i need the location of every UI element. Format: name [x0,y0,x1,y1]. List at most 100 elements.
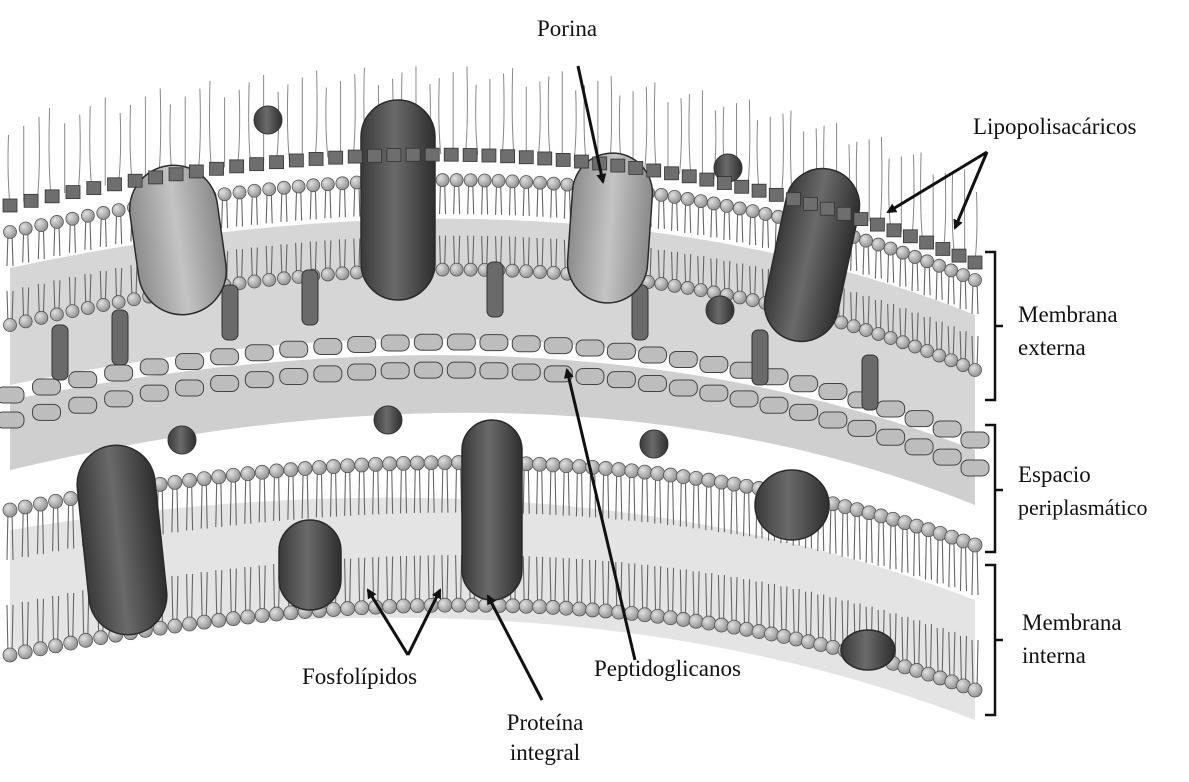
lipid-tail [977,545,978,595]
phospholipid-head [450,263,463,276]
phospholipid-head [707,197,720,210]
phospholipid-head [277,272,290,285]
lps-chain [538,82,540,158]
phospholipid-head [18,500,32,514]
lps-chain [548,76,550,158]
phospholipid-head [270,607,284,621]
phospholipid-head [397,599,411,613]
phospholipid-head [714,475,728,489]
lipid-tail [847,507,848,557]
label-membrana-externa-line2: externa [1018,333,1086,363]
peptidoglycan-unit [730,391,758,407]
phospholipid-head [369,457,383,471]
lipid-tail [723,482,724,532]
lps-core-block [519,151,533,164]
lps-core-block [406,148,420,161]
lipid-tail [7,510,8,560]
phospholipid-head [668,190,681,203]
peptidoglycan-unit [211,376,239,392]
lps-core-block [108,178,122,191]
lps-core-block [87,182,101,195]
lipid-tail [693,478,694,528]
phospholipid-head [533,600,547,614]
lps-chain [610,76,612,164]
lps-core-block [870,218,884,231]
phospholipid-head [689,614,703,628]
label-membrana-interna-line2: interna [1022,641,1086,671]
lps-core-block [629,161,643,174]
lps-core-block [3,199,17,212]
peptidoglycan-unit [607,372,635,388]
phospholipid-head [957,359,970,372]
label-membrana-interna-line1: Membrana [1022,608,1122,638]
peptidoglycan-unit [33,404,61,420]
lps-core-block [717,177,731,190]
peptidoglycan-unit [105,391,133,407]
label-proteina-line2: integral [490,738,600,768]
lipid-tail [842,507,843,557]
phospholipid-head [97,298,110,311]
phospholipid-head [838,500,852,514]
phospholipid-head [50,215,63,228]
lipid-tail [736,484,737,534]
peptidoglycan-unit [819,384,847,400]
lps-core-block [538,152,552,165]
phospholipid-head [94,631,108,645]
lps-core-block [803,197,817,210]
peptidoglycan-unit [480,363,508,379]
lps-chain [439,78,441,154]
lps-core-block [289,154,303,167]
phospholipid-head [506,599,520,613]
phospholipid-head [33,642,47,656]
phospholipid-head [572,459,586,473]
lipid-tail [960,541,961,591]
lps-core-block [66,186,80,199]
lps-chain [78,115,80,191]
lps-core-block [887,224,901,237]
peptidoglycan-unit [211,349,239,365]
integral-protein [462,420,522,600]
peptidoglycan-unit [140,385,168,401]
lps-chain [748,100,750,188]
phospholipid-head [752,625,766,639]
phospholipid-head [945,354,958,367]
phospholipid-head [727,620,741,634]
lps-core-block [786,193,800,206]
phospholipid-head [702,473,716,487]
phospholipid-head [212,470,226,484]
lps-core-block [463,148,477,161]
peptidoglycan-unit [69,372,97,388]
phospholipid-head [814,637,828,651]
phospholipid-head [79,633,93,647]
phospholipid-head [546,600,560,614]
phospholipid-head [572,602,586,616]
phospholipid-head [860,324,873,337]
phospholipid-head [921,255,934,268]
lipoprotein-anchor [752,330,768,385]
phospholipid-head [112,204,125,217]
lipoprotein-anchor [52,325,68,380]
peptidoglycan-unit [0,412,24,428]
phospholipid-head [50,308,63,321]
phospholipid-head [183,473,197,487]
peptidoglycan-unit [760,397,788,413]
lipid-tail [919,526,920,576]
phospholipid-head [35,311,48,324]
phospholipid-head [765,627,779,641]
lps-core-block [270,156,284,169]
lipid-tail [902,523,903,573]
phospholipid-head [19,222,32,235]
lps-core-block [968,256,982,269]
phospholipid-head [638,465,652,479]
lps-chain [170,104,172,174]
lps-chain [326,88,328,158]
phospholipid-head [933,259,946,272]
phospholipid-head [436,174,449,187]
phospholipid-head [464,174,477,187]
phospholipid-head [49,494,63,508]
phospholipid-head [277,181,290,194]
peptidoglycan-unit [639,347,667,363]
phospholipid-head [355,601,369,615]
lps-core-block [769,188,783,201]
peptidoglycan-unit [381,363,409,379]
